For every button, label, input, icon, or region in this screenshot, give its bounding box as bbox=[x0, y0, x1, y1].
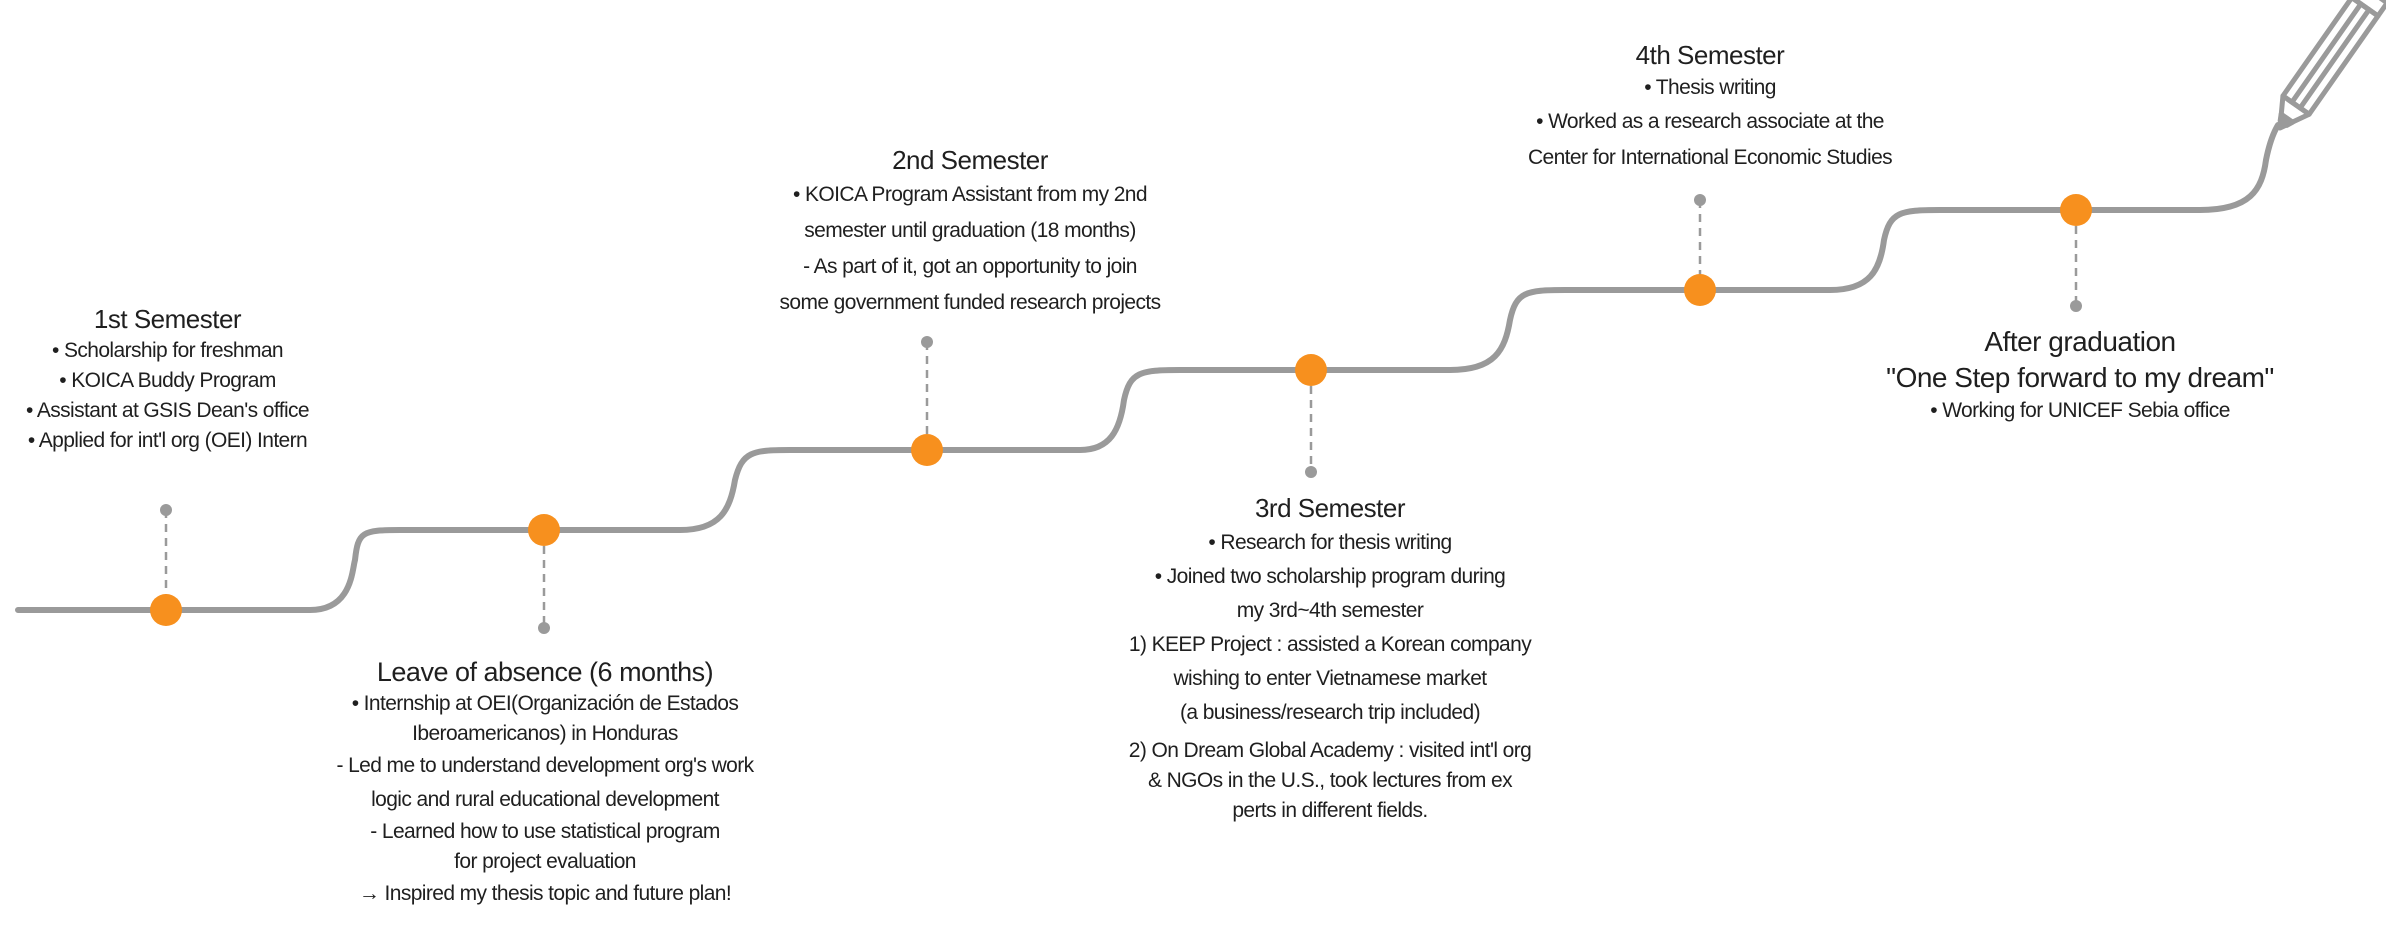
milestone-line: my 3rd~4th semester bbox=[1236, 599, 1424, 622]
milestone-line: • Assistant at GSIS Dean's office bbox=[26, 399, 310, 422]
milestone-grad: After graduation "One Step forward to my… bbox=[1860, 324, 2300, 426]
milestone-sem2: 2nd Semester • KOICA Program Assistant f… bbox=[720, 143, 1220, 321]
milestone-title: After graduation bbox=[1984, 326, 2176, 357]
connector-dot-grad bbox=[2070, 300, 2082, 312]
milestone-dot-leave bbox=[528, 514, 560, 546]
milestone-line: logic and rural educational development bbox=[371, 788, 719, 811]
milestone-line: perts in different fields. bbox=[1232, 799, 1428, 822]
milestone-line: • Applied for int'l org (OEI) Intern bbox=[27, 429, 308, 452]
connector-dot-sem3 bbox=[1305, 466, 1317, 478]
milestone-line: → Inspired my thesis topic and future pl… bbox=[358, 882, 732, 905]
milestone-title: 2nd Semester bbox=[892, 145, 1048, 175]
milestone-title: 1st Semester bbox=[93, 304, 242, 334]
milestone-line: semester until graduation (18 months) bbox=[804, 219, 1136, 242]
connectors bbox=[164, 200, 2078, 628]
milestone-line: • Worked as a research associate at the bbox=[1536, 110, 1884, 133]
milestone-markers bbox=[150, 194, 2092, 626]
milestone-line: • Joined two scholarship program during bbox=[1154, 565, 1506, 588]
milestone-line: • Working for UNICEF Sebia office bbox=[1930, 399, 2230, 422]
milestone-title: 4th Semester bbox=[1635, 40, 1785, 70]
milestone-line: • KOICA Program Assistant from my 2nd bbox=[793, 183, 1148, 206]
milestone-line: 2) On Dream Global Academy : visited int… bbox=[1128, 739, 1532, 762]
milestone-line: • Thesis writing bbox=[1644, 76, 1776, 99]
connector-dot-sem2 bbox=[921, 336, 933, 348]
milestone-line: Iberoamericanos) in Honduras bbox=[412, 722, 678, 745]
milestone-line: Center for International Economic Studie… bbox=[1527, 146, 1893, 169]
milestone-title: Leave of absence (6 months) bbox=[376, 657, 714, 687]
milestone-dot-sem3 bbox=[1295, 354, 1327, 386]
milestone-line: & NGOs in the U.S., took lectures from e… bbox=[1147, 769, 1513, 792]
milestone-line: • Internship at OEI(Organización de Esta… bbox=[351, 692, 739, 715]
milestone-line: - Led me to understand development org's… bbox=[336, 754, 754, 777]
milestone-line: • Scholarship for freshman bbox=[51, 339, 284, 362]
milestone-dot-sem2 bbox=[911, 434, 943, 466]
milestone-line: wishing to enter Vietnamese market bbox=[1173, 667, 1487, 690]
pencil-icon bbox=[2277, 0, 2386, 131]
milestone-dot-grad bbox=[2060, 194, 2092, 226]
milestone-sem3: 3rd Semester • Research for thesis writi… bbox=[1080, 490, 1580, 826]
milestone-line: for project evaluation bbox=[454, 850, 636, 873]
connector-end-dots bbox=[160, 194, 2082, 634]
connector-dot-sem4 bbox=[1694, 194, 1706, 206]
milestone-line: - Learned how to use statistical program bbox=[370, 820, 720, 843]
milestone-title: 3rd Semester bbox=[1254, 493, 1406, 523]
milestone-line: (a business/research trip included) bbox=[1180, 701, 1481, 724]
stair-path bbox=[15, 122, 2281, 613]
milestone-line: - As part of it, got an opportunity to j… bbox=[803, 255, 1137, 278]
milestone-line: • KOICA Buddy Program bbox=[59, 369, 276, 392]
connector-dot-sem1 bbox=[160, 504, 172, 516]
milestone-sem4: 4th Semester • Thesis writing • Worked a… bbox=[1440, 38, 1980, 176]
milestone-subtitle: "One Step forward to my dream" bbox=[1886, 362, 2274, 393]
milestone-dot-sem1 bbox=[150, 594, 182, 626]
milestone-leave: Leave of absence (6 months) • Internship… bbox=[270, 655, 820, 911]
milestone-dot-sem4 bbox=[1684, 274, 1716, 306]
milestone-sem1: 1st Semester • Scholarship for freshman … bbox=[0, 302, 335, 456]
connector-dot-leave bbox=[538, 622, 550, 634]
milestone-line: some government funded research projects bbox=[779, 291, 1161, 314]
milestone-line: • Research for thesis writing bbox=[1208, 531, 1452, 554]
milestone-line: 1) KEEP Project : assisted a Korean comp… bbox=[1128, 633, 1532, 656]
